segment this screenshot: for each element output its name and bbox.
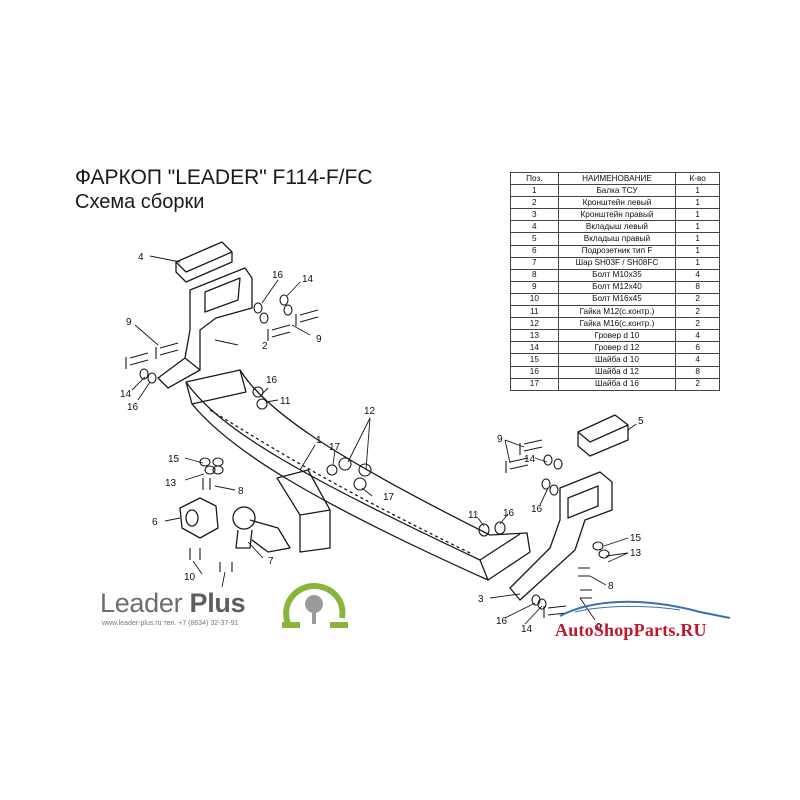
watermark-text: AutoShopParts.RU — [555, 620, 707, 640]
callout-14: 14 — [521, 624, 533, 635]
cell-name: Гровер d 12 — [557, 341, 677, 355]
brand-name-regular: Leader — [100, 588, 190, 618]
washers-and-nuts — [139, 294, 610, 610]
callout-12: 12 — [364, 406, 376, 417]
cell-qty: 2 — [675, 377, 720, 391]
callout-9: 9 — [316, 334, 322, 345]
callout-1: 1 — [316, 435, 322, 446]
socket-plate — [179, 497, 219, 539]
callout-8: 8 — [608, 581, 614, 592]
callout-14: 14 — [524, 454, 536, 465]
callout-2: 2 — [262, 341, 268, 352]
callout-16: 16 — [531, 504, 543, 515]
callout-4: 4 — [138, 252, 144, 263]
callout-16: 16 — [496, 616, 508, 627]
callout-3: 3 — [478, 594, 484, 605]
callout-leaders — [131, 255, 637, 625]
callout-15: 15 — [630, 533, 642, 544]
parts-table-header: Поз. НАИМЕНОВАНИЕ К-во — [510, 171, 720, 186]
tow-beam — [185, 369, 531, 581]
callout-16: 16 — [127, 402, 139, 413]
callout-16: 16 — [266, 375, 278, 386]
callout-14: 14 — [302, 274, 314, 285]
brand-contact: www.leader-plus.ru тел. +7 (8634) 32-37-… — [102, 620, 239, 627]
watermark-car-icon — [559, 600, 731, 619]
fasteners — [125, 309, 592, 618]
callout-9: 9 — [497, 434, 503, 445]
callout-6: 6 — [152, 517, 158, 528]
right-insert — [577, 414, 629, 457]
callout-14: 14 — [120, 389, 132, 400]
callout-13: 13 — [630, 548, 642, 559]
callout-5: 5 — [638, 416, 644, 427]
callout-17: 17 — [329, 442, 341, 453]
leader-plus-logo-icon — [282, 583, 348, 628]
right-bracket — [509, 471, 613, 601]
brand-name-bold: Plus — [189, 588, 246, 618]
callout-17: 17 — [383, 492, 395, 503]
diagram-title: ФАРКОП "LEADER" F114-F/FC — [75, 166, 373, 189]
callout-9: 9 — [126, 317, 132, 328]
left-bracket — [157, 267, 253, 389]
callout-8: 8 — [238, 486, 244, 497]
callout-16: 16 — [272, 270, 284, 281]
diagram-subtitle: Схема сборки — [75, 191, 205, 213]
callout-13: 13 — [165, 478, 177, 489]
callout-16: 16 — [503, 508, 515, 519]
callout-7: 7 — [268, 556, 274, 567]
tow-ball — [232, 506, 291, 553]
callout-11: 11 — [468, 510, 479, 521]
callout-15: 15 — [168, 454, 180, 465]
left-insert — [175, 241, 233, 283]
callout-10: 10 — [184, 572, 196, 583]
callout-numbers: 4 16 14 9 2 9 14 16 16 11 12 1 17 15 13 … — [120, 252, 644, 635]
callout-9: 9 — [596, 622, 602, 633]
callout-11: 11 — [280, 396, 291, 407]
cell-name: Шайба d 16 — [557, 377, 677, 391]
brand-name: Leader Plus — [100, 588, 246, 619]
